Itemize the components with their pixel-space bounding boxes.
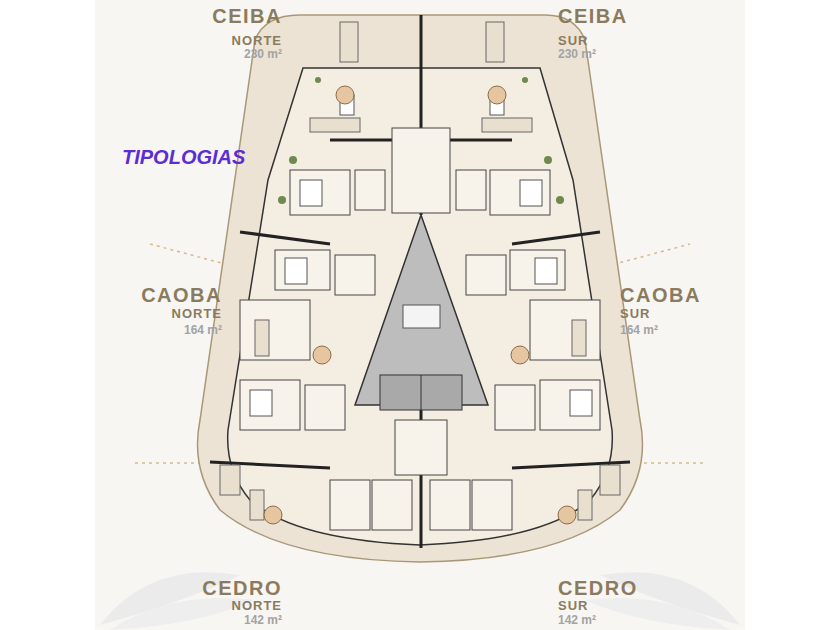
elevator-split [421, 375, 422, 410]
room [240, 128, 600, 530]
orientation: NORTE [232, 34, 283, 47]
unit-area: 164 m² [184, 324, 222, 336]
unit-name: CEIBA [212, 6, 282, 26]
orientation: SUR [620, 307, 650, 320]
orientation: NORTE [232, 599, 283, 612]
unit-name: CEDRO [202, 578, 282, 598]
elevator-core [380, 375, 462, 410]
shaft [403, 305, 440, 328]
unit-name: CEDRO [558, 578, 638, 598]
plant [278, 77, 564, 204]
interior-wall [228, 68, 613, 545]
unit-area: 142 m² [558, 614, 596, 626]
unit-name: CAOBA [141, 285, 222, 305]
bed [250, 95, 592, 416]
panel-ground [95, 0, 745, 630]
heading: TIPOLOGIAS [122, 147, 245, 167]
dining-table [264, 86, 576, 524]
orientation: SUR [558, 34, 588, 47]
unit-area: 142 m² [244, 614, 282, 626]
orientation: SUR [558, 599, 588, 612]
unit-area: 230 m² [558, 48, 596, 60]
unit-area: 164 m² [620, 324, 658, 336]
unit-name: CAOBA [620, 285, 701, 305]
unit-wall [210, 15, 630, 548]
orientation: NORTE [172, 307, 223, 320]
leaf-watermark [585, 598, 730, 630]
unit-area: 230 m² [244, 48, 282, 60]
unit-name: CEIBA [558, 6, 628, 26]
building-outline [198, 15, 643, 562]
furniture [220, 22, 620, 520]
